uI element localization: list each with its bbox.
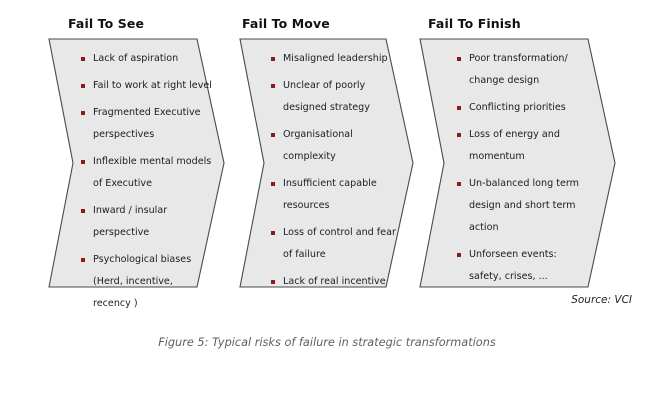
list-item: Conflicting priorities xyxy=(456,97,588,119)
list-item: Organisational complexity xyxy=(270,124,398,168)
list-item: Loss of energy and momentum xyxy=(456,124,588,168)
list-item: Psychological biases (Herd, incentive, r… xyxy=(80,249,212,315)
risk-list-fail-to-finish: Poor transformation/ change design Confl… xyxy=(456,48,588,293)
chevron-shape-fail-to-see xyxy=(47,38,225,288)
figure-caption: Figure 5: Typical risks of failure in st… xyxy=(158,336,496,349)
list-item: Misaligned leadership xyxy=(270,48,398,70)
stage-title-fail-to-see: Fail To See xyxy=(68,16,145,31)
list-item: Unclear of poorly designed strategy xyxy=(270,75,398,119)
chevron-shape-fail-to-finish xyxy=(418,38,616,288)
list-item: Poor transformation/ change design xyxy=(456,48,588,92)
list-item: Fragmented Executive perspectives xyxy=(80,102,212,146)
risk-list-fail-to-move: Misaligned leadership Unclear of poorly … xyxy=(270,48,398,298)
list-item: Un-balanced long term design and short t… xyxy=(456,173,588,239)
list-item: Unforseen events: safety, crises, ... xyxy=(456,244,588,288)
list-item: Inward / insular perspective xyxy=(80,200,212,244)
list-item: Lack of real incentive xyxy=(270,271,398,293)
list-item: Inflexible mental models of Executive xyxy=(80,151,212,195)
source-note: Source: VCI xyxy=(571,294,632,306)
stage-title-fail-to-move: Fail To Move xyxy=(242,16,330,31)
risk-list-fail-to-see: Lack of aspiration Fail to work at right… xyxy=(80,48,212,320)
list-item: Insufficient capable resources xyxy=(270,173,398,217)
chevron-shape-fail-to-move xyxy=(238,38,414,288)
list-item: Loss of control and fear of failure xyxy=(270,222,398,266)
list-item: Lack of aspiration xyxy=(80,48,212,70)
stage-title-fail-to-finish: Fail To Finish xyxy=(428,16,521,31)
list-item: Fail to work at right level xyxy=(80,75,212,97)
